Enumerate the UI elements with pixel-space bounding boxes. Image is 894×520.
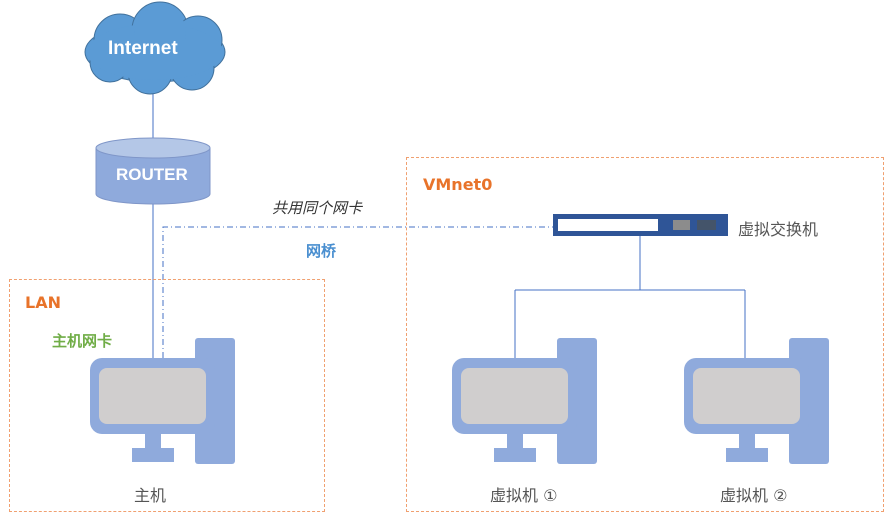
switch-label: 虚拟交换机 [738, 220, 819, 239]
lan-box [9, 279, 325, 512]
vmnet-box [406, 157, 884, 512]
cloud-label: Internet [108, 38, 178, 59]
vm1-label: 虚拟机 ① [490, 486, 558, 505]
vm2-label: 虚拟机 ② [720, 486, 788, 505]
vm1-computer-icon [452, 338, 597, 464]
router-label: ROUTER [116, 165, 188, 184]
lan-title: LAN [25, 293, 61, 312]
vmnet-title: VMnet0 [423, 175, 493, 194]
bridge-link [162, 226, 555, 358]
shared-nic-label: 共用同个网卡 [272, 199, 363, 217]
bridge-label: 网桥 [306, 242, 337, 260]
cloud-icon [84, 1, 226, 95]
router-icon [95, 137, 211, 205]
vm2-computer-icon [684, 338, 829, 464]
host-nic-label: 主机网卡 [52, 332, 113, 350]
host-computer-icon [90, 338, 235, 464]
host-label: 主机 [134, 486, 167, 505]
virtual-switch-icon [553, 214, 728, 236]
